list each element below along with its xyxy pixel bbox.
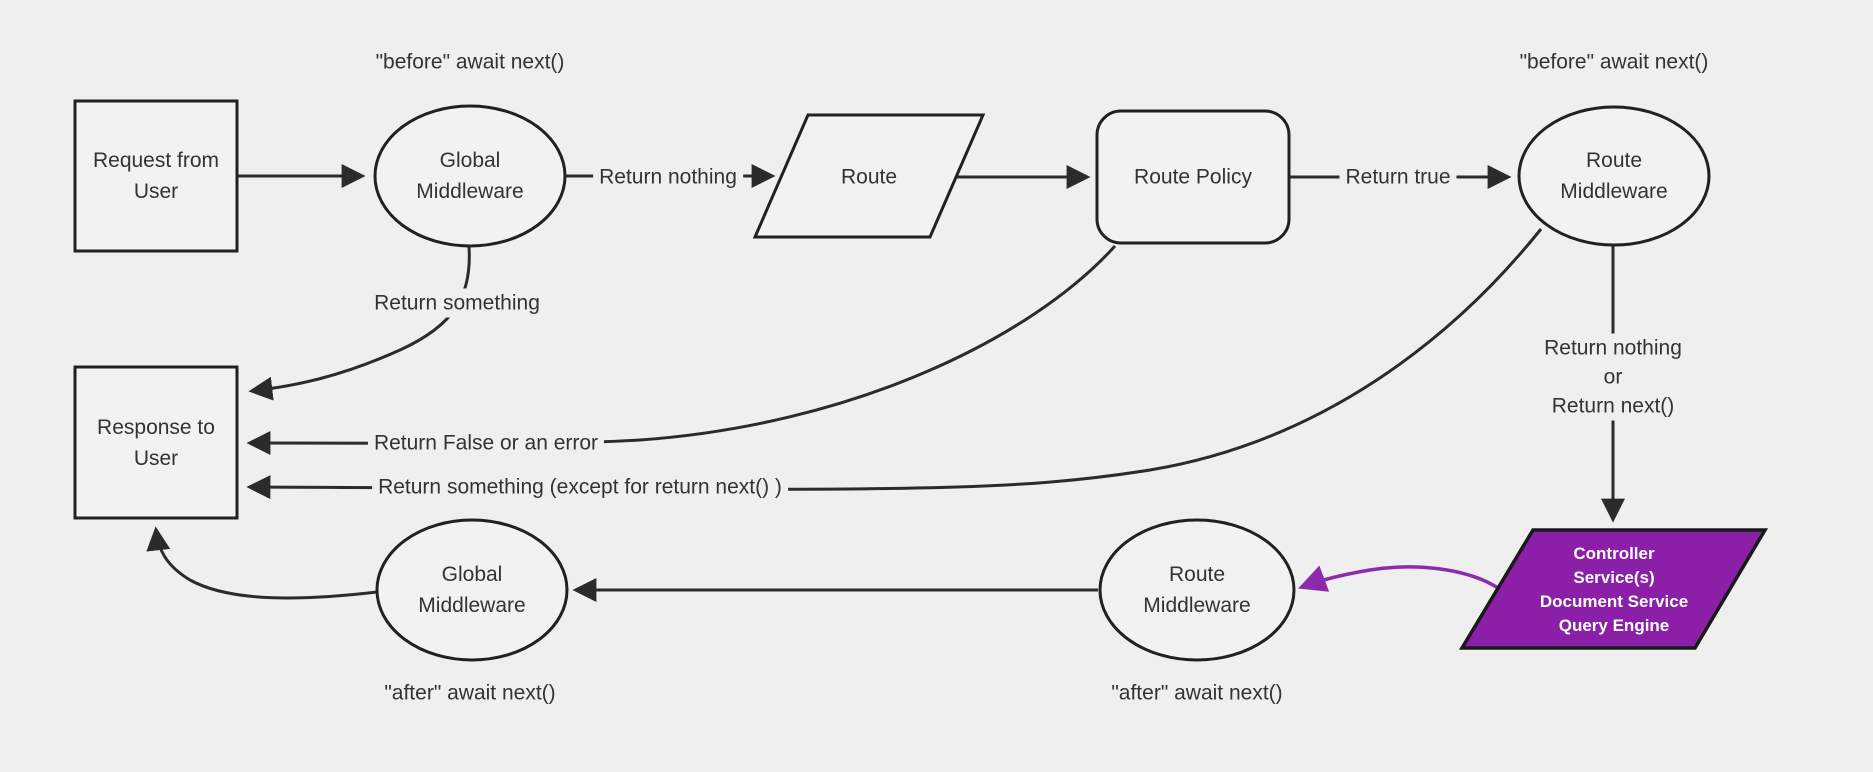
return-nothing-label: Return nothing <box>593 162 743 192</box>
after-await-next-left-label: "after" await next() <box>384 681 556 705</box>
edge-return-something-to-response <box>248 246 471 401</box>
route-middleware-top-label: Route Middleware <box>1560 149 1668 203</box>
controller-node-shape <box>1458 528 1769 650</box>
return-something-except-label: Return something (except for return next… <box>372 472 788 502</box>
edge-global-middleware-bottom-to-response <box>146 526 378 600</box>
route-middleware-top-shape <box>1517 105 1711 247</box>
after-await-next-right-label: "after" await next() <box>1111 681 1283 705</box>
return-false-or-error-label: Return False or an error <box>367 428 605 458</box>
edge-controller-to-route-middleware-bottom <box>1298 565 1499 592</box>
response-node-label: Response to User <box>97 416 215 470</box>
global-middleware-bottom-label: Global Middleware <box>418 563 526 617</box>
route-middleware-bottom-shape <box>1098 518 1296 662</box>
route-node-shape <box>752 113 986 239</box>
return-nothing-or-next-label: Return nothing or Return next() <box>1538 333 1688 421</box>
before-await-next-right-label: "before" await next() <box>1519 50 1709 74</box>
before-await-next-left-label: "before" await next() <box>375 50 565 74</box>
return-true-label: Return true <box>1339 162 1457 192</box>
return-something-label: Return something <box>368 288 546 318</box>
route-policy-shape <box>1095 109 1291 245</box>
request-node-label: Request from User <box>92 149 220 203</box>
global-middleware-bottom-shape <box>375 518 569 662</box>
global-middleware-top-shape <box>373 104 567 248</box>
route-policy-label: Route Policy <box>1134 165 1252 189</box>
route-node-label: Route <box>840 165 898 189</box>
controller-node-label: Controller Service(s) Document Service Q… <box>1539 544 1689 635</box>
response-node-shape <box>73 365 239 520</box>
route-middleware-bottom-label: Route Middleware <box>1143 563 1251 617</box>
request-node-shape <box>73 99 239 253</box>
edge-return-false-to-response <box>246 244 1117 456</box>
global-middleware-top-label: Global Middleware <box>416 149 524 203</box>
